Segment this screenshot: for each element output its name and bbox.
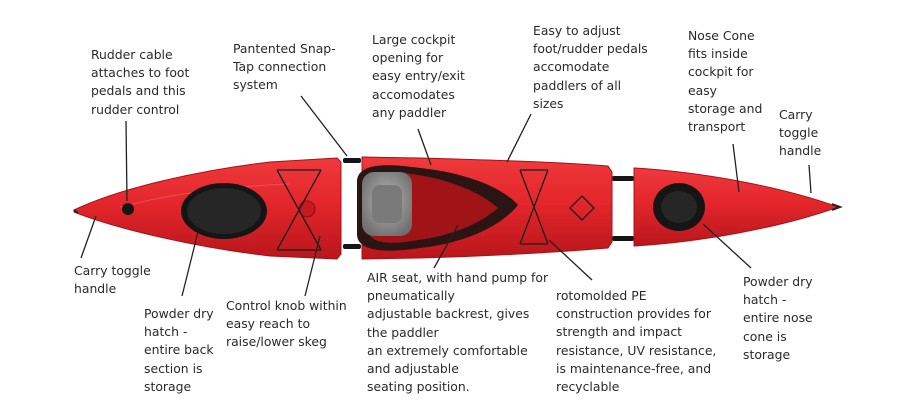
front-deck-bungees — [519, 169, 549, 245]
annotation-carry-toggle-right: Carry toggle handle — [779, 107, 822, 159]
annotation-foot-pedals: Easy to adjust foot/rudder pedals accomo… — [533, 23, 648, 111]
annotation-rotomolded: rotomolded PE construction provides for … — [556, 288, 717, 395]
annotation-powder-hatch-back: Powder dry hatch - entire back section i… — [144, 306, 214, 394]
annotation-powder-hatch-nose: Powder dry hatch - entire nose cone is s… — [743, 274, 813, 362]
rudder-control — [122, 203, 134, 215]
leader-lines — [80, 95, 812, 297]
annotation-air-seat: AIR seat, with hand pump for pneumatical… — [367, 270, 549, 395]
cockpit-section — [356, 156, 613, 260]
annotation-snap-tap: Pantented Snap- Tap connection system — [233, 41, 336, 93]
annotation-rudder-cable: Rudder cable attaches to foot pedals and… — [91, 47, 190, 117]
bow-logo — [569, 195, 595, 221]
annotation-nose-cone: Nose Cone fits inside cockpit for easy s… — [688, 28, 763, 135]
nose-cone-section — [633, 167, 843, 247]
stern-section — [73, 157, 342, 260]
annotation-cockpit: Large cockpit opening for easy entry/exi… — [372, 32, 465, 120]
stern-deck-bungees — [276, 169, 322, 251]
annotation-carry-toggle-left: Carry toggle handle — [74, 263, 151, 297]
snap-tap-connectors — [343, 158, 634, 249]
annotation-control-knob: Control knob within easy reach to raise/… — [226, 298, 347, 350]
